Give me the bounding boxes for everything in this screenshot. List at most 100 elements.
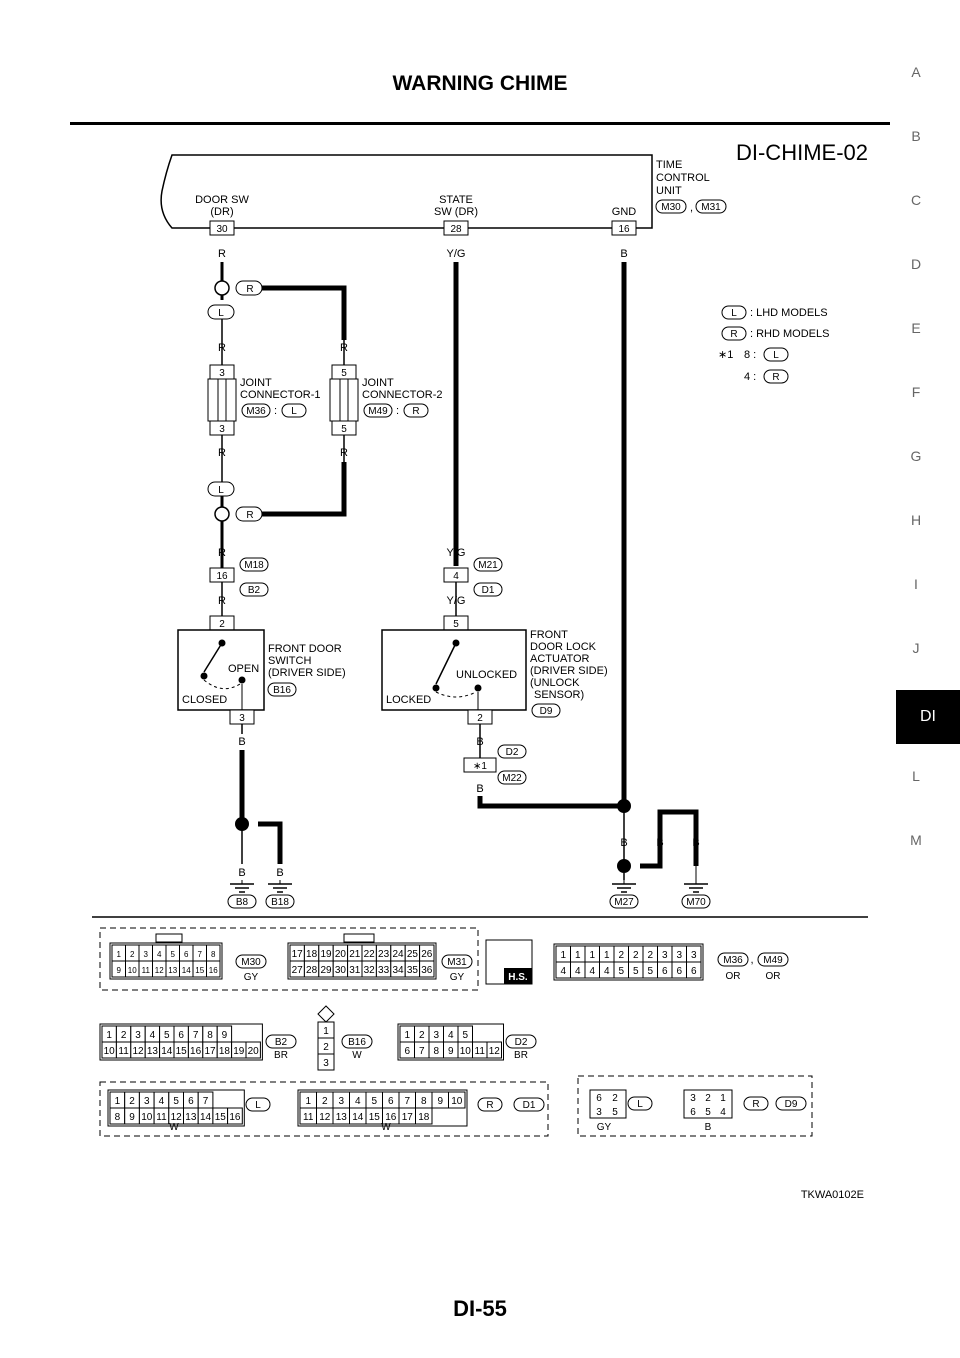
- header-rule: [70, 122, 890, 125]
- d1-l-pin: 12: [171, 1112, 183, 1123]
- joint2-conn-label: M49: [368, 406, 388, 417]
- door-switch-blade: [203, 642, 223, 673]
- door-switch-label-1: FRONT DOOR: [268, 643, 342, 655]
- m18-pin-label: 16: [216, 571, 228, 582]
- joint1-model-label: L: [291, 406, 297, 417]
- actuator-label-4: (DRIVER SIDE): [530, 665, 608, 677]
- ground-b18-wire: B: [276, 867, 283, 879]
- section-index-i[interactable]: I: [914, 576, 918, 592]
- d9-r-pin: 6: [690, 1107, 696, 1118]
- section-index-di[interactable]: DI: [896, 690, 960, 744]
- m18-conn-tag: [239, 557, 269, 572]
- actuator-conn-tag: [531, 703, 561, 718]
- m36-pin: 1: [575, 950, 581, 961]
- d1-l-pin: 10: [141, 1112, 153, 1123]
- m36-face-conn: M36: [723, 955, 743, 966]
- time-control-unit-box: [160, 154, 653, 229]
- b16-pin: 1: [323, 1026, 329, 1037]
- door-switch-closed: CLOSED: [182, 694, 227, 706]
- m31-pin: 32: [364, 965, 376, 976]
- ground-m70-conn: M70: [686, 897, 706, 908]
- d2-housing: [397, 1023, 504, 1061]
- m31-pin: 27: [292, 965, 304, 976]
- m36-pin: 4: [575, 966, 581, 977]
- d1-conn-tag: [473, 582, 503, 597]
- branch-tag-l-bot-label: L: [218, 485, 224, 496]
- section-index-f[interactable]: F: [911, 384, 921, 400]
- m36-pin: 2: [633, 950, 639, 961]
- m30-face-conn-tag: [235, 954, 267, 969]
- m31-pin: 18: [306, 949, 318, 960]
- b2-pin: 19: [233, 1046, 245, 1057]
- section-index-b[interactable]: B: [911, 128, 921, 144]
- d1-r-color: W: [381, 1122, 391, 1133]
- ground-m27: M27: [609, 880, 639, 909]
- section-index-a[interactable]: A: [911, 64, 921, 80]
- b2-pin: 1: [106, 1030, 112, 1041]
- wire-r-from-joint2: [258, 462, 347, 517]
- joint1-colon: :: [274, 405, 277, 417]
- star-connector-label: ∗1: [473, 761, 487, 772]
- b2-pin: 7: [193, 1030, 199, 1041]
- m30-pin: 7: [198, 950, 203, 959]
- section-index-j[interactable]: J: [912, 640, 920, 656]
- m30-pin: 2: [130, 950, 135, 959]
- section-index-l[interactable]: L: [912, 768, 920, 784]
- section-index-h[interactable]: H: [910, 512, 922, 528]
- d9-l-pin: 5: [612, 1107, 618, 1118]
- b2-pin: 8: [207, 1030, 213, 1041]
- d9-r-pin: 1: [720, 1093, 726, 1104]
- actuator-label-2: DOOR LOCK: [530, 641, 597, 653]
- b2-face-conn-tag: [265, 1034, 297, 1049]
- m31-pin: 29: [320, 965, 332, 976]
- state-sw-label-1: STATE: [439, 194, 473, 206]
- legend-star-8-tag: L: [773, 350, 779, 361]
- m31-color: GY: [450, 972, 465, 983]
- actuator-label-3: ACTUATOR: [530, 653, 590, 665]
- section-index-c[interactable]: C: [910, 192, 922, 208]
- d9-l-model-tag: [627, 1096, 653, 1111]
- m36-housing: [553, 943, 704, 981]
- b2-face-conn: B2: [275, 1037, 288, 1048]
- d1-l-pin: 7: [203, 1096, 209, 1107]
- d9-r-pin: 5: [705, 1107, 711, 1118]
- m31-latch: [343, 933, 375, 943]
- joint2-pin-bot-label: 5: [341, 424, 347, 435]
- m30-pin: 6: [184, 950, 189, 959]
- d9-l-pin: 2: [612, 1093, 618, 1104]
- wire-r-1: R: [218, 248, 226, 260]
- m31-pin: 30: [335, 965, 347, 976]
- section-index-m[interactable]: M: [910, 832, 922, 848]
- connector-group-d1: [99, 1081, 549, 1137]
- d9-r-model-tag: [743, 1096, 769, 1111]
- conn-m31-label: M31: [701, 202, 721, 213]
- d9-r-pin: 3: [690, 1093, 696, 1104]
- wire-b18: [258, 821, 283, 864]
- m18-wire-top: R: [218, 547, 226, 559]
- b2-pin: 15: [176, 1046, 188, 1057]
- section-index-e[interactable]: E: [911, 320, 921, 336]
- m31-pin: 35: [407, 965, 419, 976]
- ground-m27-conn: M27: [614, 897, 634, 908]
- d2-pin: 3: [433, 1030, 439, 1041]
- d2-conn-tag: [497, 744, 527, 759]
- legend-star-8: 8 :: [744, 349, 756, 361]
- actuator-label-1: FRONT: [530, 629, 568, 641]
- branch-tag-r-top-label: R: [246, 284, 253, 295]
- d1-r-housing: [297, 1089, 468, 1127]
- d1-r-model: R: [486, 1100, 493, 1111]
- splice-top: [214, 280, 230, 296]
- joint2-model-tag: [403, 403, 429, 418]
- b16-face-conn-tag: [341, 1034, 373, 1049]
- section-index-g[interactable]: G: [910, 448, 922, 464]
- d1-l-pin: 16: [229, 1112, 241, 1123]
- d1-r-pin: 3: [338, 1096, 344, 1107]
- d1-r-pin: 8: [421, 1096, 427, 1107]
- d2-pin: 4: [448, 1030, 454, 1041]
- door-switch-wire-bot: B: [238, 736, 245, 748]
- section-index-d[interactable]: D: [910, 256, 922, 272]
- m30-housing: [109, 942, 223, 980]
- d1-l-cell: [227, 1107, 243, 1125]
- actuator-pin-top-label: 5: [453, 619, 459, 630]
- hs-label: H.S.: [508, 972, 528, 983]
